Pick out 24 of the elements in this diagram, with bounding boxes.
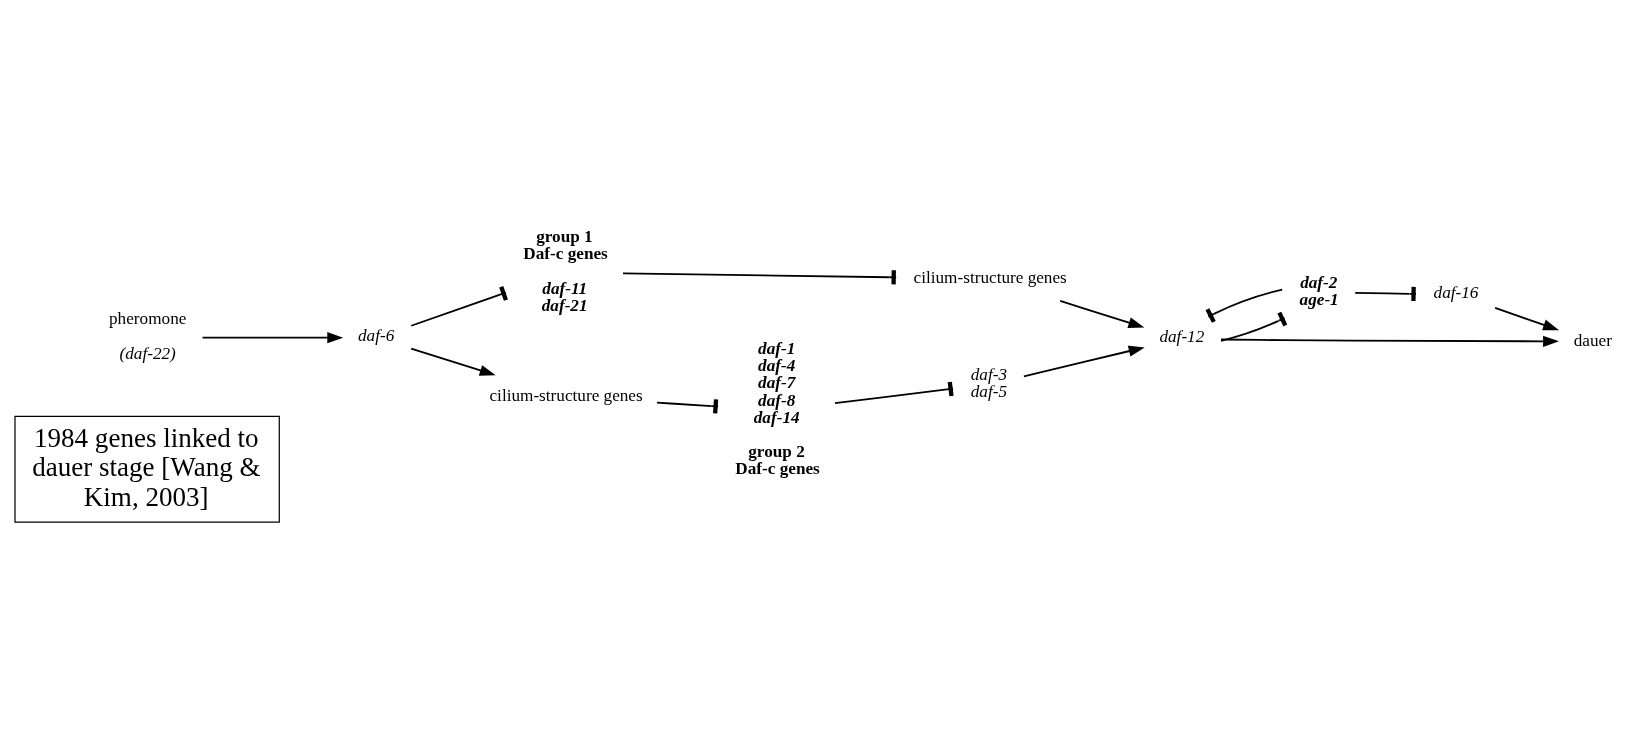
node-text: cilium-structure genes — [489, 385, 643, 405]
arrow — [1059, 299, 1145, 328]
node-text: daf-16 — [1433, 282, 1479, 302]
arrow — [410, 347, 496, 376]
arrow — [1494, 306, 1560, 330]
node-text: daf-6 — [357, 325, 395, 345]
connector — [1354, 286, 1417, 301]
node-text: cilium-structure genes — [913, 267, 1067, 287]
node-text: pheromone (daf-22) — [109, 308, 187, 363]
node-text: daf-3 daf-5 — [970, 364, 1008, 401]
connector — [1220, 311, 1288, 342]
node-text: daf-1 daf-4 daf-7 daf-8 daf-14 group 2 Daf-c genes — [735, 338, 820, 478]
arrow — [201, 331, 344, 343]
arrow — [1022, 345, 1145, 377]
node-text: daf-12 — [1159, 326, 1205, 346]
connector — [410, 285, 508, 327]
connector — [1205, 288, 1284, 323]
arrow — [1220, 335, 1560, 347]
node-text: dauer — [1573, 330, 1612, 350]
node-box: 1984 genes linked to dauer stage [Wang & Kim, 2003] — [14, 415, 280, 523]
node-text: group 1 Daf-c genes daf-11 daf-21 — [523, 226, 608, 315]
connector — [656, 398, 719, 414]
node-text: daf-2 age-1 — [1299, 272, 1339, 309]
connector — [622, 269, 898, 284]
